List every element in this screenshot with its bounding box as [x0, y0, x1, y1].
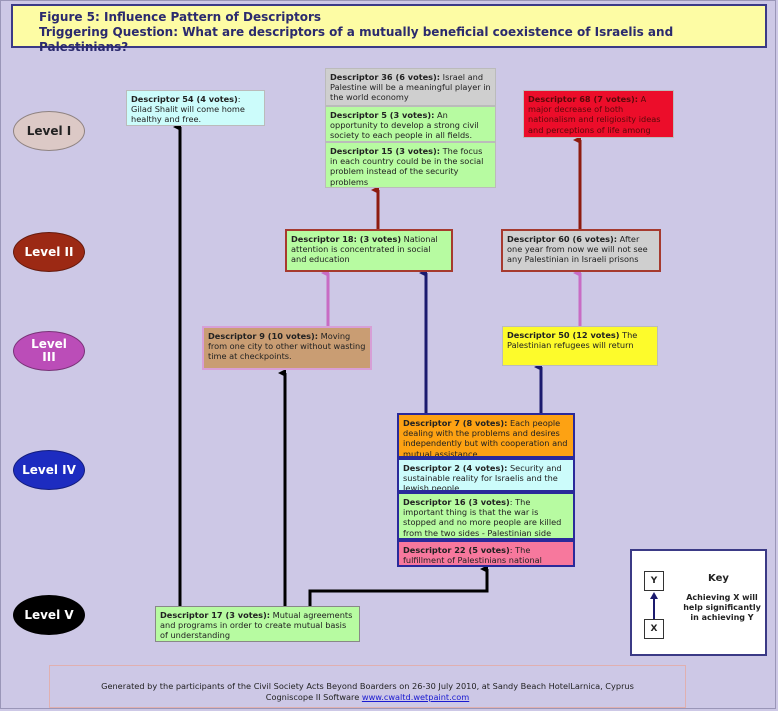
descriptor-5: Descriptor 5 (3 votes): An opportunity t… [325, 106, 496, 142]
level-4-label: Level IV [13, 450, 85, 490]
key-arrow [650, 592, 658, 619]
legend-key: Y X Key Achieving X will help significan… [630, 549, 767, 656]
descriptor-60: Descriptor 60 (6 votes): After one year … [501, 229, 661, 272]
descriptor-7: Descriptor 7 (8 votes): Each people deal… [397, 413, 575, 458]
key-x-square: X [644, 619, 664, 639]
footer: Generated by the participants of the Civ… [49, 665, 686, 708]
descriptor-17: Descriptor 17 (3 votes): Mutual agreemen… [155, 606, 360, 642]
figure-title-box: Figure 5: Influence Pattern of Descripto… [11, 4, 767, 54]
footer-credit: Generated by the participants of the Civ… [101, 681, 634, 691]
level-1-label: Level I [13, 111, 85, 151]
descriptor-36: Descriptor 36 (6 votes): Israel and Pale… [325, 68, 496, 106]
descriptor-68: Descriptor 68 (7 votes): A major decreas… [523, 90, 674, 138]
descriptor-2: Descriptor 2 (4 votes): Security and sus… [397, 458, 575, 492]
descriptor-16: Descriptor 16 (3 votes): The important t… [397, 492, 575, 540]
triggering-question: Triggering Question: What are descriptor… [39, 25, 674, 54]
key-y-square: Y [644, 571, 664, 591]
descriptor-54: Descriptor 54 (4 votes): Gilad Shalit wi… [126, 90, 265, 126]
key-description: Achieving X will help significantly in a… [683, 593, 761, 622]
level-3-label: Level III [13, 331, 85, 371]
level-5-label: Level V [13, 595, 85, 635]
descriptor-50: Descriptor 50 (12 votes) The Palestinian… [502, 326, 658, 366]
descriptor-22: Descriptor 22 (5 votes): The fulfillment… [397, 540, 575, 567]
descriptor-9: Descriptor 9 (10 votes): Moving from one… [202, 326, 372, 370]
level-2-label: Level II [13, 232, 85, 272]
footer-software-line: Cogniscope II Software www.cwaltd.wetpai… [265, 692, 470, 702]
figure-title: Figure 5: Influence Pattern of Descripto… [39, 10, 322, 24]
descriptor-15: Descriptor 15 (3 votes): The focus in ea… [325, 142, 496, 188]
arrow-17-to-group [308, 565, 489, 606]
footer-link[interactable]: www.cwaltd.wetpaint.com [361, 692, 470, 702]
key-title: Key [708, 573, 729, 584]
descriptor-18: Descriptor 18: (3 votes) National attent… [285, 229, 453, 272]
